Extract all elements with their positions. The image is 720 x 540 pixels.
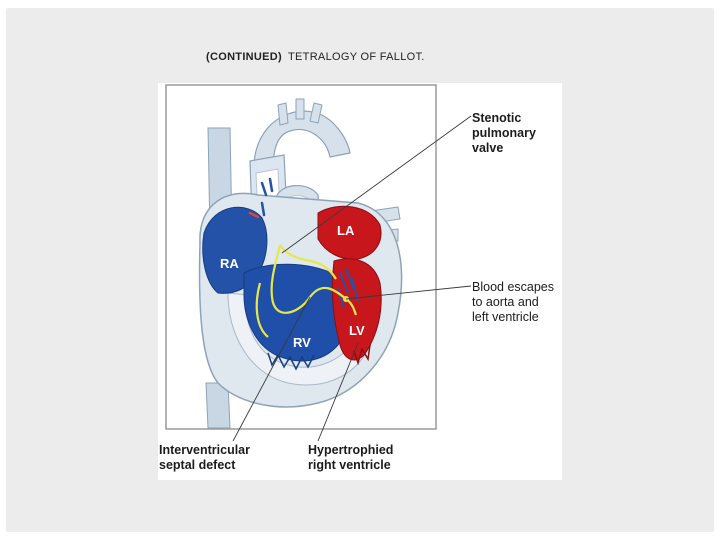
heart-illustration — [165, 84, 472, 442]
leader-blood-escapes — [345, 285, 472, 300]
slide-title: (CONTINUED) TETRALOGY OF FALLOT. — [206, 51, 425, 63]
arch-branch-3 — [309, 102, 323, 124]
leader-stenotic-valve — [281, 115, 472, 254]
aorta-flow-arrows — [260, 177, 274, 217]
callout-line: right ventricle — [308, 458, 391, 472]
callout-line: septal defect — [159, 458, 236, 472]
left-atrium — [317, 205, 382, 260]
heart-diagram: RA RV LA LV Stenotic pulmonary valve Blo… — [158, 83, 562, 480]
label-left-ventricle: LV — [349, 323, 365, 338]
callout-line: Interventricular — [159, 443, 251, 457]
flow-path-left — [255, 282, 269, 338]
callout-hypertrophied-right-ventricle: Hypertrophied right ventricle — [308, 443, 393, 473]
arch-branch-2 — [295, 98, 305, 120]
aorta-red-arrow — [248, 211, 260, 219]
callout-stenotic-pulmonary-valve: Stenotic pulmonary valve — [472, 111, 536, 156]
leader-hypertrophied — [317, 342, 359, 442]
aortic-arch — [253, 110, 351, 175]
label-right-atrium: RA — [220, 256, 239, 271]
callout-line: left ventricle — [472, 310, 539, 324]
callout-line: valve — [472, 141, 504, 155]
slide-title-prefix: (CONTINUED) — [206, 51, 283, 63]
leader-septal-defect — [232, 296, 311, 442]
callout-line: Blood escapes — [472, 280, 555, 294]
callout-line: Hypertrophied — [308, 443, 394, 457]
mixed-blood-streaks — [337, 268, 359, 308]
slide-title-text: TETRALOGY OF FALLOT. — [288, 51, 425, 63]
label-left-atrium: LA — [337, 223, 355, 238]
callout-line: to aorta and — [472, 295, 539, 309]
flow-path-upper — [279, 244, 337, 280]
callout-line: Stenotic — [472, 111, 522, 125]
callout-line: pulmonary — [472, 126, 536, 140]
arch-branch-1 — [277, 102, 289, 126]
callout-interventricular-septal-defect: Interventricular septal defect — [159, 443, 250, 473]
label-right-ventricle: RV — [293, 335, 311, 350]
callout-blood-escapes: Blood escapes to aorta and left ventricl… — [472, 280, 554, 325]
lv-trabeculae — [353, 344, 371, 366]
rv-trabeculae — [267, 352, 315, 371]
